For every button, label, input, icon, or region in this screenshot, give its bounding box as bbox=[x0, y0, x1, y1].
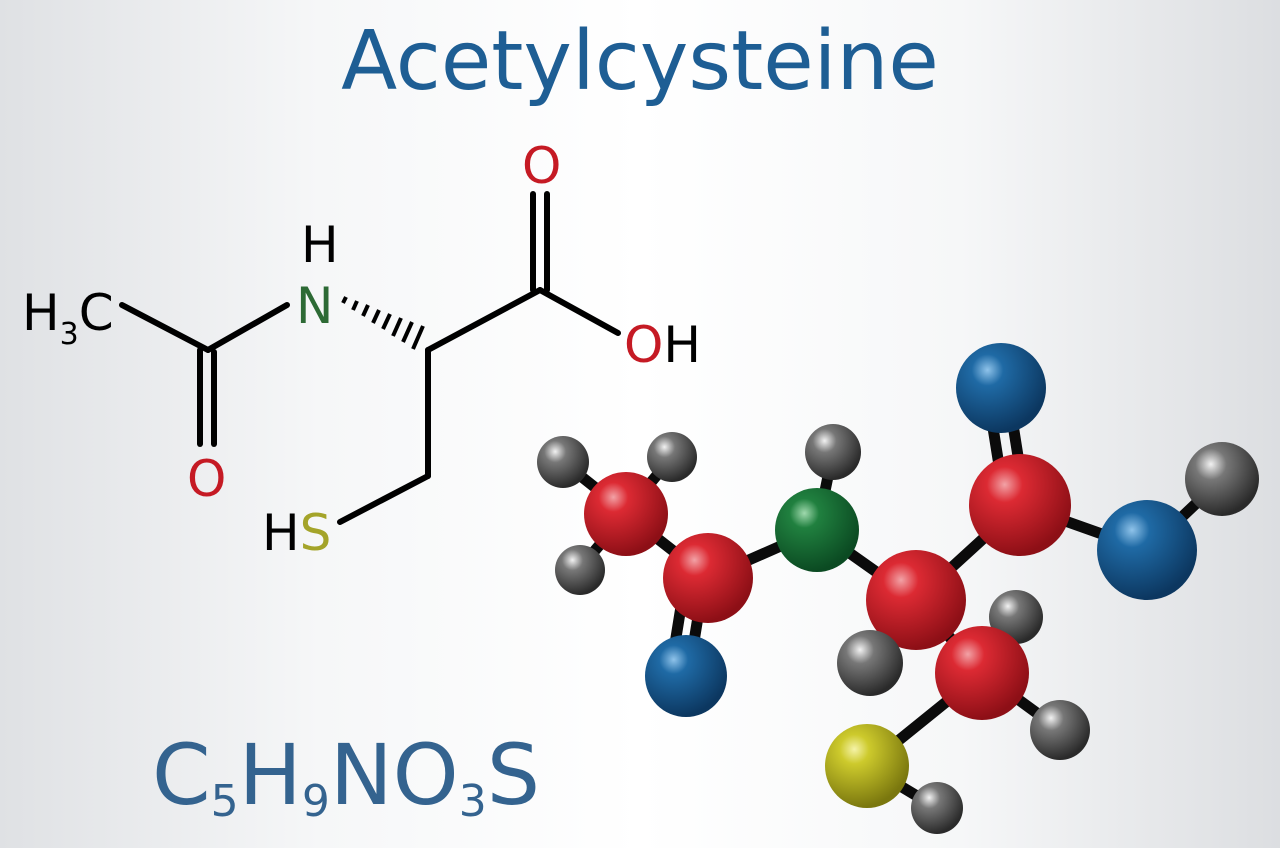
thiol-h-label: H bbox=[262, 504, 300, 562]
bond-carbonyl-nitrogen bbox=[205, 302, 290, 353]
bond-beta-sulfur bbox=[337, 473, 431, 525]
model-hydrogen-atom bbox=[1185, 442, 1259, 516]
molecular-formula: C5H9NO3S bbox=[152, 726, 540, 827]
skeletal-bonds bbox=[119, 191, 621, 525]
model-carbon-atom bbox=[663, 533, 753, 623]
model-sulfur-atom bbox=[825, 724, 909, 808]
model-hydrogen-atom bbox=[555, 545, 605, 595]
model-carbon-atom bbox=[866, 550, 966, 650]
methyl-subscript: 3 bbox=[60, 317, 79, 352]
bond-carboxyl-hydroxyl bbox=[537, 287, 621, 336]
model-oxygen-atom bbox=[1097, 500, 1197, 600]
model-hydrogen-atom bbox=[647, 432, 697, 482]
methyl-h-label: H bbox=[22, 284, 60, 342]
carboxyl-oxygen-label: O bbox=[522, 137, 561, 195]
methyl-c-label: C bbox=[79, 284, 114, 342]
model-hydrogen-atom bbox=[911, 782, 963, 834]
amide-oxygen-label: O bbox=[187, 450, 226, 508]
model-oxygen-atom bbox=[956, 343, 1046, 433]
model-oxygen-atom bbox=[645, 635, 727, 717]
ball-and-stick-model bbox=[537, 343, 1259, 834]
model-carbon-atom bbox=[935, 626, 1029, 720]
model-carbon-atom bbox=[969, 454, 1071, 556]
model-hydrogen-atom bbox=[805, 424, 861, 480]
svg-text:HS: HS bbox=[262, 504, 331, 562]
model-hydrogen-atom bbox=[537, 436, 589, 488]
model-hydrogen-atom bbox=[837, 630, 903, 696]
model-nitrogen-atom bbox=[775, 488, 859, 572]
amide-h-label: H bbox=[301, 216, 339, 274]
svg-text:OH: OH bbox=[624, 316, 701, 374]
hydroxyl-oxygen-label: O bbox=[624, 316, 663, 374]
hashed-wedge-bond bbox=[341, 296, 425, 350]
molecule-title: Acetylcysteine bbox=[341, 14, 939, 109]
thiol-s-label: S bbox=[300, 504, 332, 562]
svg-text:H3C: H3C bbox=[22, 284, 114, 352]
bond-alpha-carboxyl bbox=[425, 287, 543, 353]
bond-methyl-carbonyl bbox=[119, 302, 211, 353]
hydroxyl-h-label: H bbox=[663, 316, 701, 374]
model-hydrogen-atom bbox=[1030, 700, 1090, 760]
model-hydrogen-atom bbox=[989, 590, 1043, 644]
model-carbon-atom bbox=[584, 472, 668, 556]
nitrogen-label: N bbox=[296, 277, 333, 335]
